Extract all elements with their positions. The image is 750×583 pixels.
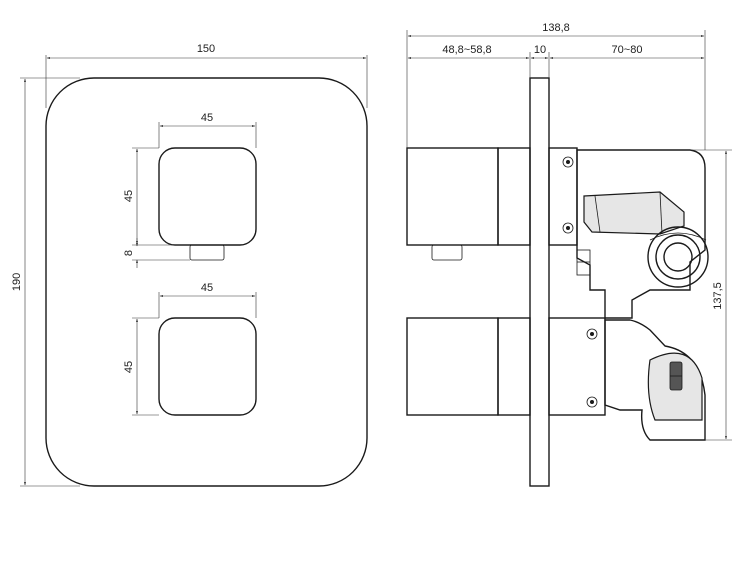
top-knob-height-dimension: 45 bbox=[123, 147, 190, 246]
side-body-height-label: 137,5 bbox=[712, 282, 724, 310]
side-sub-dimensions: 48,8~58,8 10 70~80 bbox=[407, 44, 705, 78]
side-bottom-knob bbox=[406, 317, 499, 416]
side-total-depth-label: 138,8 bbox=[542, 22, 570, 34]
valve-nut bbox=[576, 249, 591, 276]
side-total-depth-dimension: 138,8 bbox=[406, 22, 706, 150]
bottom-knob-height-label: 45 bbox=[123, 361, 135, 373]
side-front-depth-label: 48,8~58,8 bbox=[442, 44, 491, 56]
outlet-ring-outer bbox=[647, 226, 709, 288]
side-bottom-knob-collar bbox=[497, 317, 531, 416]
bottom-knob-height-dimension: 45 bbox=[123, 317, 159, 416]
front-height-label: 190 bbox=[11, 273, 23, 291]
outlet-ring-mid bbox=[655, 234, 701, 280]
front-bottom-knob bbox=[158, 317, 257, 416]
front-top-knob-stem bbox=[189, 244, 225, 261]
side-view: 138,8 48,8~58,8 10 70~80 137,5 bbox=[406, 22, 732, 487]
lower-bracket-screw-bottom bbox=[586, 396, 598, 408]
valve-body bbox=[576, 149, 706, 319]
bottom-knob-width-label: 45 bbox=[201, 282, 213, 294]
side-cover-plate bbox=[529, 77, 550, 487]
bottom-knob-width-dimension: 45 bbox=[158, 282, 257, 318]
front-width-label: 150 bbox=[197, 43, 215, 55]
side-top-knob-stem bbox=[431, 244, 463, 261]
front-top-knob bbox=[158, 147, 257, 246]
outlet-ring-inner bbox=[663, 242, 693, 272]
side-body-height-dimension: 137,5 bbox=[690, 149, 732, 441]
lower-bracket-screw-top bbox=[586, 328, 598, 340]
stem-dimension: 8 bbox=[123, 238, 190, 268]
front-view: 150 190 45 45 8 bbox=[11, 43, 368, 487]
front-width-dimension: 150 bbox=[45, 43, 368, 108]
upper-bracket-screw-top bbox=[562, 156, 574, 168]
side-body-depth-label: 70~80 bbox=[612, 44, 643, 56]
stem-label: 8 bbox=[123, 250, 135, 256]
front-cover-plate bbox=[45, 77, 368, 487]
top-knob-height-label: 45 bbox=[123, 190, 135, 202]
side-plate-label: 10 bbox=[534, 44, 546, 56]
top-knob-width-label: 45 bbox=[201, 112, 213, 124]
front-height-dimension: 190 bbox=[11, 77, 80, 487]
side-top-knob-collar bbox=[497, 147, 531, 246]
side-top-knob bbox=[406, 147, 499, 246]
valve-body-cartridge bbox=[583, 191, 685, 235]
upper-bracket-screw-bottom bbox=[562, 222, 574, 234]
top-knob-width-dimension: 45 bbox=[158, 112, 257, 148]
